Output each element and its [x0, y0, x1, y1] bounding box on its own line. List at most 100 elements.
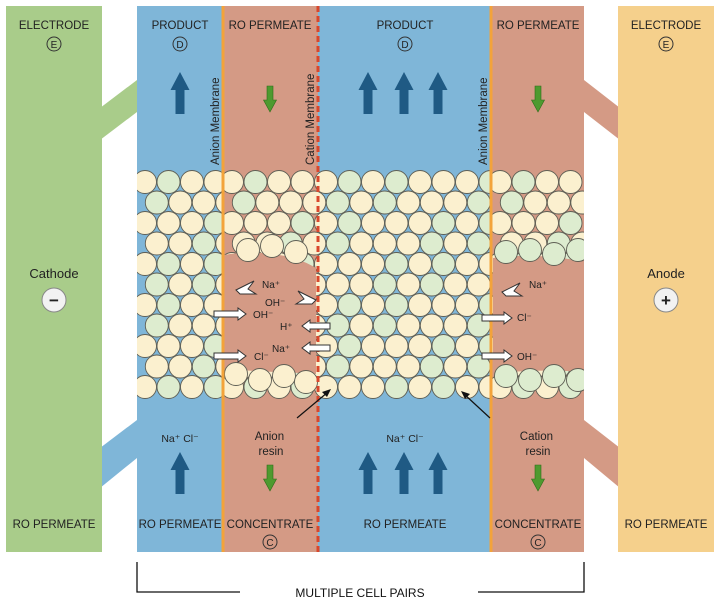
resin-bead — [431, 293, 456, 317]
resin-bead — [284, 240, 308, 264]
feed-inflow-arrow — [394, 452, 414, 494]
resin-bead — [260, 234, 284, 258]
resin-bead — [443, 354, 468, 379]
resin-bead — [215, 232, 222, 255]
resin-bead — [203, 211, 222, 235]
resin-bead — [325, 231, 350, 256]
resin-bead — [419, 190, 444, 215]
resin-bead — [384, 293, 409, 317]
resin-bead — [361, 293, 385, 317]
anion-resin-pointer — [296, 391, 329, 419]
concentrate-outflow-arrow — [262, 464, 278, 492]
resin-bead — [156, 375, 181, 399]
resin-bead — [349, 190, 374, 215]
ion-oh-right: OH⁻ — [517, 352, 537, 363]
feed-ions-left: Na⁺ Cl⁻ — [161, 433, 199, 445]
ion-arrow-oh — [213, 307, 247, 321]
resin-bead — [255, 190, 280, 215]
anode-connector-top — [584, 80, 620, 140]
concentrate-inflow-arrow — [262, 85, 278, 113]
cation-resin-line-2: resin — [526, 446, 551, 458]
electrode-left-label: ELECTRODE — [19, 20, 90, 32]
resin-bead — [511, 211, 536, 235]
concentrate-left-badge — [262, 534, 278, 550]
ro-permeate-top-left-label: RO PERMEATE — [229, 20, 312, 32]
resin-bead — [542, 242, 566, 266]
resin-bead — [431, 211, 456, 235]
ion-na-right: Na⁺ — [529, 280, 547, 291]
resin-bead — [224, 362, 248, 386]
resin-bead — [499, 190, 524, 215]
resin-bead — [302, 190, 327, 215]
product-outflow-arrow — [358, 72, 378, 114]
ion-arrow-oh-right — [481, 349, 513, 363]
resin-bead — [455, 293, 479, 317]
bottom-ro-permeate-2: RO PERMEATE — [139, 519, 222, 531]
resin-bead — [494, 240, 518, 264]
resin-bead — [349, 313, 374, 338]
resin-bead — [156, 293, 181, 317]
bottom-ro-permeate-4: RO PERMEATE — [625, 519, 708, 531]
resin-bead — [408, 211, 432, 235]
resin-bead — [372, 272, 397, 297]
resin-bead — [349, 354, 374, 379]
concentrate-outflow-arrow — [530, 464, 546, 492]
anion-membrane-right-label: Anion Membrane — [478, 77, 490, 165]
ion-arrow-h — [301, 319, 331, 333]
concentrate-left-code: C — [266, 538, 273, 549]
resin-bead — [443, 313, 468, 338]
resin-bead — [361, 211, 385, 235]
resin-bead — [408, 334, 432, 358]
resin-bead — [236, 238, 260, 262]
anion-resin-label: Anion resin — [255, 431, 288, 458]
feed-inflow-arrow — [170, 452, 190, 494]
bottom-ro-permeate-1: RO PERMEATE — [13, 519, 96, 531]
electrode-left-badge — [46, 36, 62, 52]
resin-bead — [419, 272, 444, 297]
resin-bead — [384, 334, 409, 358]
cell-pairs-bracket — [136, 562, 585, 593]
ion-arrow-cl — [213, 349, 247, 363]
resin-bead — [337, 170, 362, 194]
resin-bead — [361, 375, 385, 399]
resin-bead — [372, 313, 397, 338]
resin-bead — [137, 293, 157, 317]
resin-bead — [144, 313, 169, 338]
resin-bead — [337, 334, 362, 358]
resin-bead — [137, 252, 157, 276]
resin-bead — [494, 364, 518, 388]
resin-bead — [314, 252, 338, 276]
resin-bead — [337, 293, 362, 317]
cathode-connector-bottom — [100, 420, 137, 488]
resin-bead — [349, 272, 374, 297]
resin-bead — [372, 190, 397, 215]
resin-bead — [431, 375, 456, 399]
resin-bead — [546, 190, 571, 215]
resin-bead — [455, 211, 479, 235]
resin-bead — [325, 272, 350, 297]
electrode-left-code: E — [51, 40, 58, 51]
resin-bed-main — [222, 170, 492, 399]
anion-resin-pointer-head — [322, 389, 331, 397]
concentrate-left-label: CONCENTRATE — [227, 519, 314, 531]
cathode-connector-top — [100, 80, 137, 140]
resin-bead — [337, 211, 362, 235]
ion-arrow-oh-diag — [294, 290, 317, 305]
resin-bead — [431, 170, 456, 194]
resin-bead — [191, 354, 216, 379]
resin-bead — [570, 190, 584, 215]
resin-bead — [518, 238, 542, 262]
resin-bead — [203, 375, 222, 399]
resin-bead — [466, 190, 491, 215]
resin-bead — [243, 170, 268, 194]
resin-bead — [337, 252, 362, 276]
resin-bead — [419, 313, 444, 338]
resin-bead — [168, 354, 193, 379]
resin-bead — [566, 368, 584, 392]
anode-side — [584, 6, 714, 552]
ion-h-left: H⁺ — [280, 322, 293, 333]
resin-bead — [396, 313, 421, 338]
concentrate-right-badge — [530, 534, 546, 550]
resin-bead — [215, 314, 222, 337]
